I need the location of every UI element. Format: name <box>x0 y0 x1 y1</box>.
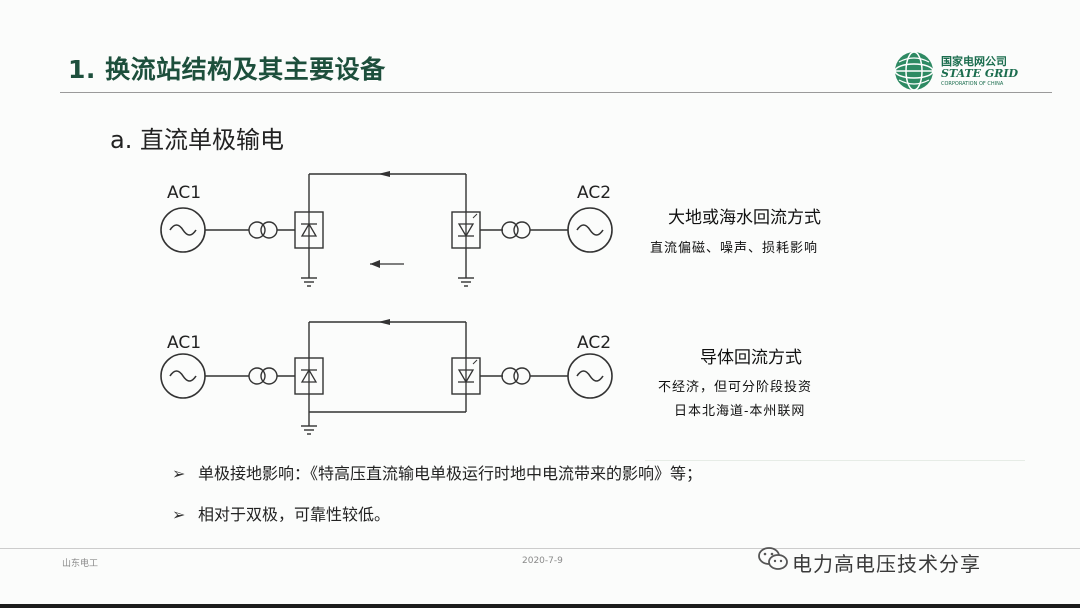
transformer-right-symbol <box>501 367 531 385</box>
decorative-line <box>645 460 1025 461</box>
watermark-text: 电力高电压技术分享 <box>792 552 981 576</box>
ac-source-left-symbol <box>160 207 206 253</box>
globe-icon <box>894 51 934 91</box>
bullet-text: 单极接地影响：《特高压直流输电单极运行时地中电流带来的影响》等； <box>198 464 703 483</box>
bullet-arrow-icon: ➢ <box>172 505 186 524</box>
bullet-item: ➢ 相对于双极，可靠性较低。 <box>172 501 390 525</box>
earth-current-arrow <box>370 260 380 268</box>
rectifier-symbol <box>294 211 324 249</box>
earth-return-label: 大地或海水回流方式 <box>668 208 821 228</box>
ground-symbol <box>300 425 318 435</box>
earth-return-circuit <box>160 171 613 287</box>
transformer-left-symbol <box>248 221 278 239</box>
ac1-label: AC1 <box>167 333 201 353</box>
metallic-return-circuit <box>160 319 613 435</box>
page-title: 1. 换流站结构及其主要设备 <box>68 55 386 84</box>
footer-date: 2020-7-9 <box>522 556 563 566</box>
metallic-return-label: 导体回流方式 <box>700 348 802 368</box>
logo-en-text: STATE GRID <box>941 67 1019 80</box>
ac2-label: AC2 <box>577 333 611 353</box>
rectifier-symbol <box>294 357 324 395</box>
state-grid-logo: 国家电网公司 STATE GRID CORPORATION OF CHINA <box>893 50 1033 92</box>
ac1-label: AC1 <box>167 183 201 203</box>
bullet-item: ➢ 单极接地影响：《特高压直流输电单极运行时地中电流带来的影响》等； <box>172 460 702 484</box>
section-subtitle: a. 直流单极输电 <box>110 126 284 154</box>
ground-left-symbol <box>300 277 318 287</box>
bottom-bar <box>0 604 1080 608</box>
dc-current-arrow <box>378 171 390 177</box>
ac2-label: AC2 <box>577 183 611 203</box>
dc-current-arrow <box>378 319 390 325</box>
ac-source-right-symbol <box>567 353 613 399</box>
ground-right-symbol <box>457 277 475 287</box>
earth-return-effect: 直流偏磁、噪声、损耗影响 <box>650 241 819 256</box>
inverter-symbol <box>451 211 481 249</box>
metallic-return-effect: 不经济，但可分阶段投资 <box>658 380 813 395</box>
logo-cn-text: 国家电网公司 <box>941 55 1007 68</box>
transformer-right-symbol <box>501 221 531 239</box>
title-divider <box>60 92 1052 93</box>
footer-organization: 山东电工 <box>62 559 99 569</box>
wechat-icon <box>758 547 788 570</box>
ac-source-left-symbol <box>160 353 206 399</box>
metallic-return-example: 日本北海道-本州联网 <box>674 404 806 419</box>
ac-source-right-symbol <box>567 207 613 253</box>
inverter-symbol <box>451 357 481 395</box>
bullet-text: 相对于双极，可靠性较低。 <box>198 505 391 524</box>
transformer-left-symbol <box>248 367 278 385</box>
footer-divider <box>0 548 1080 549</box>
bullet-arrow-icon: ➢ <box>172 464 186 483</box>
logo-sub-text: CORPORATION OF CHINA <box>941 81 1004 87</box>
